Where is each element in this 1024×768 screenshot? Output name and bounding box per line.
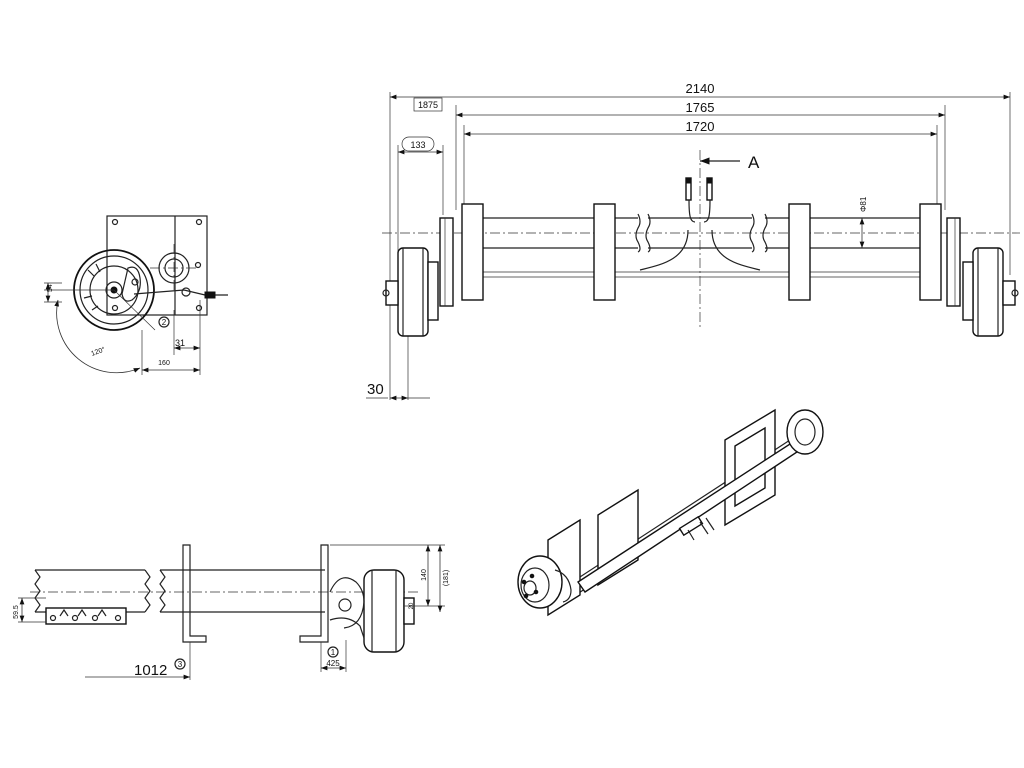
overall-width-label: 2140	[686, 81, 715, 96]
outer-bracket-right	[919, 203, 942, 301]
callout-3-label: 3	[178, 660, 183, 669]
outer-bracket-left	[461, 203, 484, 301]
callout-2-label: 2	[162, 318, 167, 327]
side-view: 120° 54 160 31 2	[44, 215, 228, 375]
mounting-plate	[106, 215, 208, 316]
tube-diameter-label: Φ81	[859, 196, 868, 212]
offset-425-label: 425	[326, 659, 340, 668]
height-595-label: 59.5	[13, 605, 20, 619]
isometric-view	[517, 408, 824, 617]
bracket-right	[299, 544, 329, 643]
bottom-offset-label: 30	[367, 381, 384, 398]
iso-cable-bracket	[678, 515, 704, 537]
angle-label: 120°	[90, 345, 107, 358]
front-view: 2140 1875 1765 1720 133 30 A Φ81	[366, 81, 1020, 401]
boxed-width-label: 1875	[418, 100, 438, 110]
iso-drum-rear	[786, 409, 824, 455]
dimension-lines	[366, 92, 1011, 401]
height-181-label: (181)	[443, 570, 450, 586]
brake-cable	[639, 150, 761, 330]
inner-bracket-right	[788, 203, 811, 301]
left-drum	[382, 217, 454, 337]
side-offset-label: 133	[410, 140, 425, 150]
bottom-view: 59.5 140 (181) 20 425 1 1012	[13, 544, 450, 680]
height-54-label: 54	[47, 284, 54, 292]
width-160-label: 160	[158, 360, 170, 367]
inner-width-label: 1765	[686, 100, 715, 115]
callout-2-circle	[158, 316, 170, 328]
right-drum	[946, 217, 1019, 337]
callout-3-circle	[174, 658, 186, 670]
section-a-label: A	[748, 153, 760, 172]
inner-bracket-left	[593, 203, 616, 301]
brake-lever	[121, 266, 141, 302]
bracket-left	[182, 544, 207, 643]
callout-1-circle	[327, 646, 339, 658]
small-dim-label: 20	[409, 602, 415, 609]
track-width-label: 1720	[686, 119, 715, 134]
bottom-drum	[329, 569, 415, 653]
main-length-label: 1012	[134, 662, 167, 679]
offset-31-label: 31	[175, 338, 185, 348]
callout-1-label: 1	[331, 648, 336, 657]
height-140-label: 140	[421, 569, 428, 581]
